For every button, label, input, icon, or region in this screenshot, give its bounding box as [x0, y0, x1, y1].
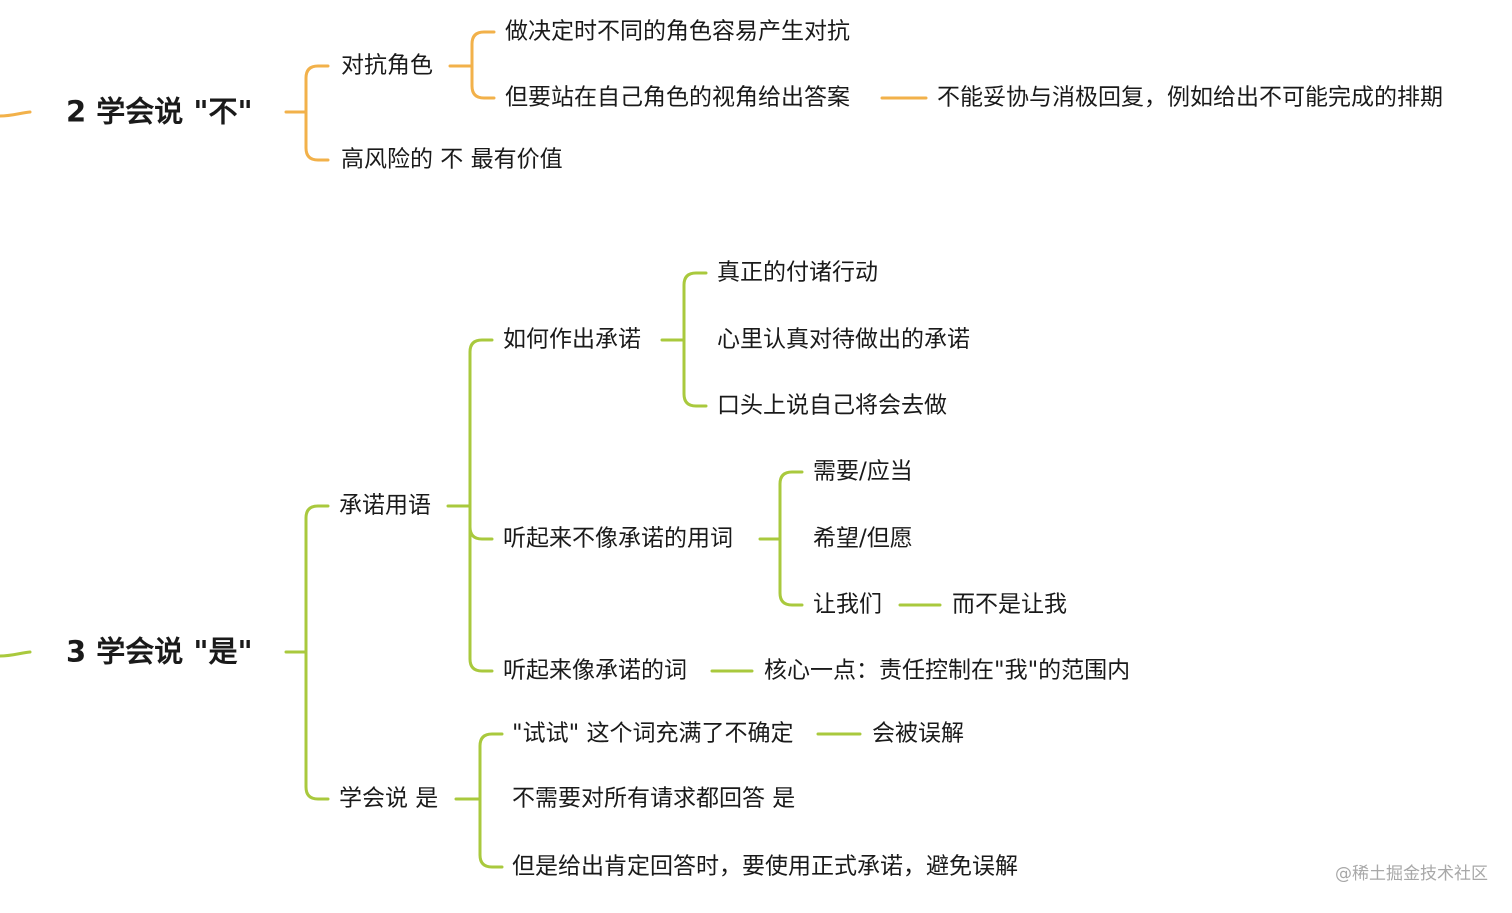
- node-not-like-3-detail[interactable]: 而不是让我: [952, 591, 1067, 618]
- node-how-3[interactable]: 口头上说自己将会去做: [717, 392, 947, 419]
- node-how-2[interactable]: 心里认真对待做出的承诺: [717, 326, 970, 353]
- watermark: @稀土掘金技术社区: [1335, 864, 1488, 884]
- node-like[interactable]: 听起来像承诺的词: [503, 657, 687, 684]
- node-not-like-1[interactable]: 需要/应当: [813, 458, 913, 485]
- node-formal[interactable]: 但是给出肯定回答时，要使用正式承诺，避免误解: [512, 853, 1018, 880]
- node-try-word[interactable]: "试试" 这个词充满了不确定: [512, 720, 794, 747]
- link-how-to: [660, 271, 708, 408]
- link-yes-to-children: [284, 504, 330, 801]
- node-not-like-2[interactable]: 希望/但愿: [813, 525, 913, 552]
- node-role-view-detail[interactable]: 不能妥协与消极回复，例如给出不可能完成的排期: [937, 84, 1443, 111]
- node-commit-terms[interactable]: 承诺用语: [339, 492, 431, 519]
- green-branch-lines: [0, 271, 942, 869]
- link-commit-terms: [446, 338, 494, 673]
- root-link-yes: [0, 650, 32, 658]
- node-how-to[interactable]: 如何作出承诺: [503, 326, 641, 353]
- node-not-like[interactable]: 听起来不像承诺的用词: [503, 525, 733, 552]
- node-like-detail[interactable]: 核心一点：责任控制在"我"的范围内: [764, 657, 1131, 684]
- node-no-need[interactable]: 不需要对所有请求都回答 是: [512, 785, 796, 812]
- root-link-no: [0, 110, 32, 118]
- node-role[interactable]: 对抗角色: [341, 52, 433, 79]
- node-high-risk[interactable]: 高风险的 不 最有价值: [341, 146, 563, 173]
- branch-title-yes[interactable]: 3 学会说 "是": [66, 634, 253, 669]
- orange-branch-lines: [0, 30, 928, 162]
- node-try-word-detail[interactable]: 会被误解: [872, 720, 964, 747]
- node-role-view[interactable]: 但要站在自己角色的视角给出答案: [505, 84, 850, 111]
- link-learn-yes: [454, 732, 504, 869]
- node-role-conflict[interactable]: 做决定时不同的角色容易产生对抗: [505, 18, 850, 45]
- link-no-to-children: [284, 64, 330, 162]
- link-not-like: [758, 470, 804, 607]
- branch-title-no[interactable]: 2 学会说 "不": [66, 94, 253, 129]
- link-role-to-children: [448, 30, 496, 100]
- node-learn-yes[interactable]: 学会说 是: [339, 785, 439, 812]
- node-not-like-3[interactable]: 让我们: [813, 591, 882, 618]
- node-how-1[interactable]: 真正的付诸行动: [717, 259, 878, 286]
